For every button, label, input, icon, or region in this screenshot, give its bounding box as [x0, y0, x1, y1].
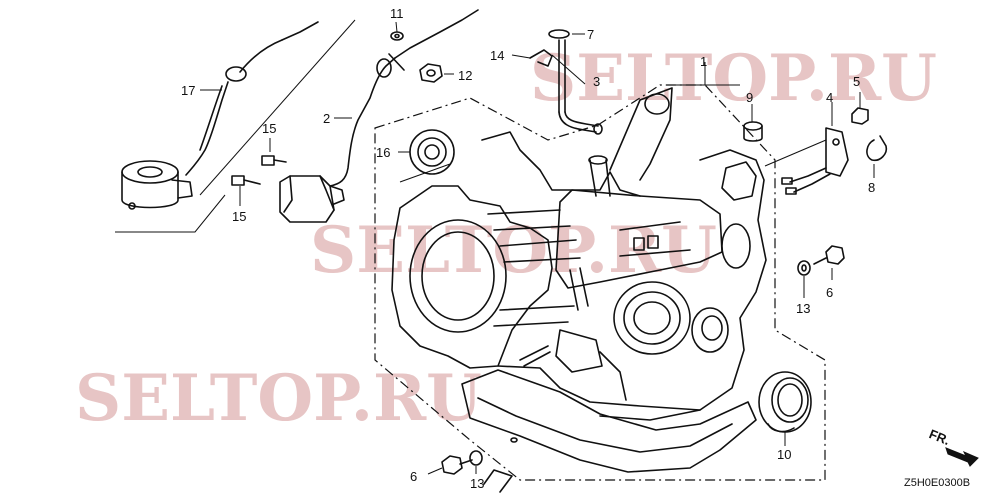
- watermark-middle: SELTOP.RU: [310, 213, 717, 288]
- part-11-washer: [390, 31, 404, 41]
- part-9-cap: [743, 121, 763, 142]
- callout-3: 3: [593, 74, 600, 89]
- divider-line-short: [115, 194, 226, 233]
- switch-body: [279, 175, 345, 223]
- part-13-washer-right: [797, 260, 811, 276]
- part-14-clip: [529, 49, 553, 67]
- part-5-bolt: [851, 107, 869, 125]
- part-8-clamp: [866, 135, 888, 162]
- part-3-rod: [558, 39, 603, 135]
- callout-10: 10: [777, 447, 791, 462]
- callout-15-top: 15: [262, 121, 276, 136]
- part-16-bearing: [399, 129, 455, 183]
- part-17-sensor-assembly: [121, 21, 319, 210]
- fr-label: FR.: [927, 426, 952, 448]
- callout-15-bottom: 15: [232, 209, 246, 224]
- part-13-washer-bottom: [469, 450, 483, 466]
- drawing-code: Z5H0E0300B: [904, 477, 970, 489]
- callout-2: 2: [323, 111, 330, 126]
- callout-13-right: 13: [796, 301, 810, 316]
- callout-7: 7: [587, 27, 594, 42]
- callout-11: 11: [390, 6, 404, 21]
- callout-17: 17: [181, 83, 195, 98]
- part-4-oil-sensor: [781, 127, 849, 195]
- part-15-bolts: [231, 155, 287, 186]
- watermark-bottom: SELTOP.RU: [75, 361, 482, 436]
- part-10-oil-seal: [758, 371, 812, 433]
- callout-4: 4: [826, 90, 833, 105]
- arrow-icon: [945, 447, 979, 467]
- callout-6-right: 6: [826, 285, 833, 300]
- callout-5: 5: [853, 74, 860, 89]
- callout-12: 12: [458, 68, 472, 83]
- part-7-washer: [548, 29, 570, 39]
- watermark-top: SELTOP.RU: [530, 41, 937, 116]
- callout-6-bottom: 6: [410, 469, 417, 484]
- part-12-nut: [419, 63, 443, 83]
- part-2-cable: [329, 9, 479, 187]
- callout-8: 8: [868, 180, 875, 195]
- part-6-bolt-bottom: [441, 455, 473, 475]
- assembly-boundary: [374, 84, 826, 481]
- part-6-bolt-right: [813, 245, 845, 265]
- callout-16: 16: [376, 145, 390, 160]
- part-1-crankcase: [391, 87, 767, 493]
- leader-lines: [200, 21, 875, 475]
- callout-1: 1: [700, 54, 707, 69]
- divider-line-long: [199, 19, 356, 196]
- callout-9: 9: [746, 90, 753, 105]
- front-direction-indicator: FR.: [927, 426, 979, 467]
- callout-13-bottom: 13: [470, 476, 484, 491]
- callout-14: 14: [490, 48, 504, 63]
